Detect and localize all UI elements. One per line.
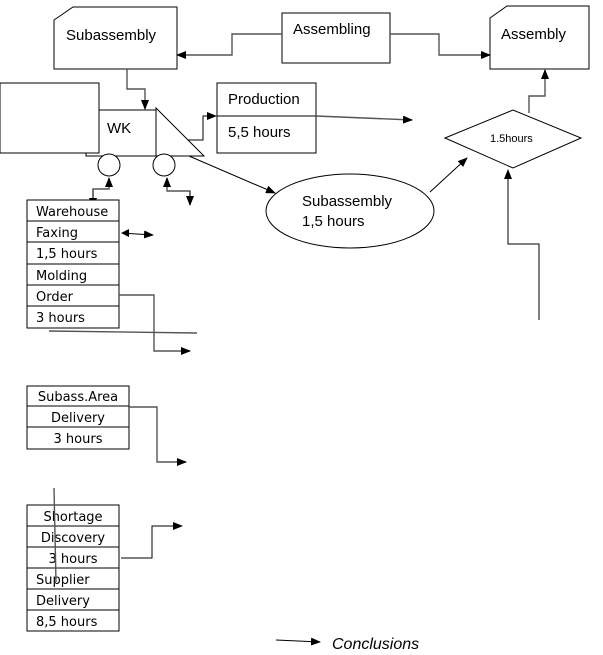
assembling-to-assembly-arrow [390, 33, 491, 59]
warehouse-table: Warehouse Faxing 1,5 hours Molding Order… [26, 199, 120, 329]
subass-area-arrow [129, 406, 187, 466]
shortage-row: Delivery [36, 594, 90, 609]
wk-label: WK [107, 120, 131, 137]
vertical-marker-line [53, 487, 57, 583]
kanban-circle-left [97, 153, 121, 177]
shortage-row: 3 hours [49, 552, 98, 567]
production-time: 5,5 hours [228, 124, 291, 141]
legend-label: Conclusions [332, 636, 419, 653]
order-arrow [119, 294, 191, 355]
right-circle-arrow [163, 177, 191, 204]
shortage-row: Supplier [36, 573, 90, 588]
subassembly-to-decision-arrow [429, 157, 468, 193]
separator-line [48, 330, 198, 334]
assembly-inventory-label: Assembly [501, 26, 567, 43]
kanban-circle-right [152, 153, 176, 177]
subassembly-inventory-node: Subassembly [53, 6, 178, 70]
subass-area-row: Delivery [51, 411, 105, 426]
assembling-node: Assembling [281, 12, 391, 64]
subassembly-process-name: Subassembly [302, 193, 393, 210]
subass-area-row: 3 hours [54, 432, 103, 447]
assembling-to-subassembly-arrow [176, 33, 282, 59]
production-node: Production 5,5 hours [0, 82, 317, 154]
subass-area-table: Subass.Area Delivery 3 hours [26, 385, 130, 450]
decision-to-assembly-arrow [528, 69, 549, 113]
shortage-row: Shortage [43, 510, 102, 525]
subass-area-row: Subass.Area [38, 390, 118, 405]
wk-to-production-arrow [188, 112, 217, 141]
production-title: Production [228, 91, 300, 108]
wk-node: WK [85, 106, 206, 157]
decision-node: 1.5hours [443, 109, 583, 169]
assembling-label: Assembling [293, 21, 371, 38]
legend-arrow-icon [275, 637, 321, 646]
warehouse-row: Faxing [36, 226, 78, 241]
warehouse-row: 1,5 hours [36, 247, 98, 262]
warehouse-row: Warehouse [36, 205, 108, 220]
shortage-row: Discovery [41, 531, 106, 546]
shortage-row: 8,5 hours [36, 615, 98, 630]
subassembly-process-time: 1,5 hours [302, 213, 365, 230]
subassembly-inventory-label: Subassembly [66, 27, 157, 44]
shortage-arrow [121, 522, 183, 559]
legend: Conclusions [275, 636, 419, 653]
wk-to-subassembly-arrow [188, 155, 276, 194]
assembly-inventory-node: Assembly [489, 5, 590, 70]
faxing-arrow-left-head [121, 229, 129, 237]
shortage-table: Shortage Discovery 3 hours Supplier Deli… [26, 504, 120, 632]
production-to-decision-arrow [315, 115, 413, 124]
supply-to-decision-arrow [504, 169, 540, 320]
warehouse-row: Molding [36, 269, 87, 284]
warehouse-row: 3 hours [36, 311, 85, 326]
subassembly-to-wk-arrow [126, 69, 149, 110]
decision-label: 1.5hours [490, 133, 533, 145]
subassembly-process-node: Subassembly 1,5 hours [265, 173, 435, 249]
warehouse-row: Order [36, 290, 74, 305]
